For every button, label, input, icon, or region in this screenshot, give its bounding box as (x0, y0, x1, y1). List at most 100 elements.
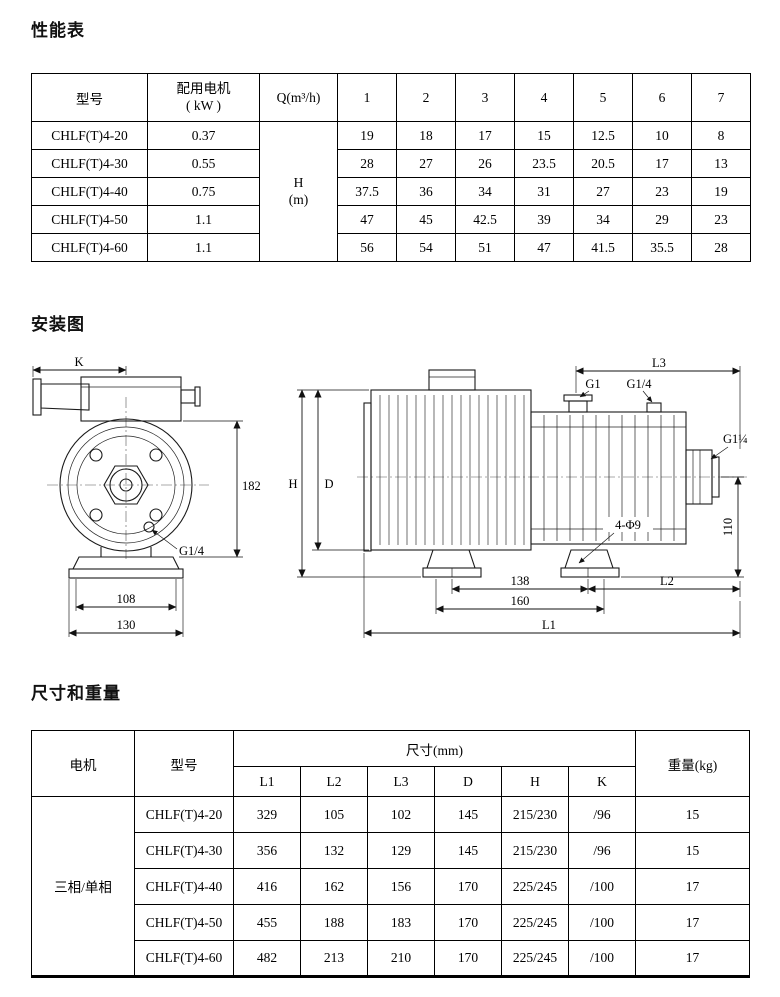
perf-value: 19 (337, 121, 397, 150)
dim-value: 210 (367, 940, 435, 977)
perf-value: 56 (337, 233, 397, 262)
perf-motor: 0.75 (147, 177, 260, 206)
dim-header-model: 型号 (134, 730, 234, 797)
perf-header-flow-3: 3 (455, 73, 515, 122)
perf-value: 23 (691, 205, 751, 234)
perf-header-q: Q(m³/h) (259, 73, 338, 122)
perf-header-flow-7: 7 (691, 73, 751, 122)
perf-motor: 0.37 (147, 121, 260, 150)
drain-port (143, 521, 155, 533)
installation-diagram-wrap: K 182 G1/4 108 130 (31, 357, 749, 649)
dim-model: CHLF(T)4-60 (134, 940, 234, 977)
motor-body (370, 389, 532, 551)
dim-182-label: 182 (242, 479, 261, 493)
perf-header-flow-5: 5 (573, 73, 633, 122)
dim-model: CHLF(T)4-40 (134, 868, 234, 905)
dimensions-section-title: 尺寸和重量 (31, 684, 121, 704)
perf-value: 42.5 (455, 205, 515, 234)
perf-value: 18 (396, 121, 456, 150)
dim-value: 482 (233, 940, 301, 977)
perf-motor: 0.55 (147, 149, 260, 178)
terminal-box (428, 369, 476, 391)
dim-value: 215/230 (501, 832, 569, 869)
perf-header-flow-6: 6 (632, 73, 692, 122)
dim-160-label: 160 (511, 594, 530, 608)
side-view-dimensions: H D L3 G1 G1/4 G1¼ (288, 357, 748, 638)
dim-value: 162 (300, 868, 368, 905)
dim-value: 416 (233, 868, 301, 905)
perf-header-flow-1: 1 (337, 73, 397, 122)
dim-value: 129 (367, 832, 435, 869)
perf-model: CHLF(T)4-20 (31, 121, 148, 150)
perf-model: CHLF(T)4-40 (31, 177, 148, 206)
perf-head-line1: H (293, 174, 304, 190)
dim-value: 132 (300, 832, 368, 869)
front-g14-label: G1/4 (179, 544, 205, 558)
perf-head-line2: (m) (288, 191, 309, 207)
perf-value: 26 (455, 149, 515, 178)
dim-row: CHLF(T)4-60 482 213 210 170 225/245 /100… (32, 940, 751, 977)
perf-motor: 1.1 (147, 233, 260, 262)
perf-head-unit: H (m) (259, 121, 338, 262)
perf-value: 51 (455, 233, 515, 262)
performance-table: 型号 配用电机 ( kW ) Q(m³/h) 1 2 3 4 5 6 7 CHL… (31, 73, 751, 262)
dim-value: 455 (233, 904, 301, 941)
dim-value: 225/245 (501, 868, 569, 905)
dim-header-l2: L2 (300, 766, 368, 797)
perf-motor: 1.1 (147, 205, 260, 234)
perf-value: 17 (632, 149, 692, 178)
perf-value: 15 (514, 121, 574, 150)
dim-row: 三相/单相 CHLF(T)4-20 329 105 102 145 215/23… (31, 796, 751, 977)
side-g14-label: G1/4 (627, 377, 653, 391)
perf-header-motor-line1: 配用电机 (176, 80, 231, 96)
dim-value: 183 (367, 904, 435, 941)
dim-value: 170 (434, 904, 502, 941)
perf-model: CHLF(T)4-60 (31, 233, 148, 262)
dim-value: 225/245 (501, 904, 569, 941)
perf-header-flow-4: 4 (514, 73, 574, 122)
perf-value: 47 (514, 233, 574, 262)
dim-h-label: H (288, 477, 297, 491)
dim-value: /100 (567, 940, 637, 977)
dim-value: 356 (233, 832, 301, 869)
dim-weight: 15 (635, 796, 751, 833)
perf-model: CHLF(T)4-50 (31, 205, 148, 234)
dim-138-label: 138 (511, 574, 530, 588)
dim-weight: 17 (635, 868, 751, 905)
dim-header-l3: L3 (367, 766, 435, 797)
dim-110-label: 110 (721, 518, 735, 536)
perf-value: 23.5 (514, 149, 574, 178)
perf-value: 20.5 (573, 149, 633, 178)
perf-model: CHLF(T)4-30 (31, 149, 148, 178)
perf-value: 45 (396, 205, 456, 234)
side-g1-label: G1 (585, 377, 600, 391)
perf-row: CHLF(T)4-40 0.75 37.5 36 34 31 27 23 19 (31, 177, 751, 206)
perf-header-motor-line2: ( kW ) (186, 97, 221, 113)
perf-value: 10 (632, 121, 692, 150)
perf-row: CHLF(T)4-60 1.1 56 54 51 47 41.5 35.5 28 (31, 233, 751, 262)
dim-row: CHLF(T)4-30 356 132 129 145 215/230 /96 … (32, 832, 751, 869)
fill-plug (646, 402, 662, 413)
dim-value: 105 (300, 796, 368, 833)
perf-value: 13 (691, 149, 751, 178)
inlet-port-flange (563, 394, 593, 402)
installation-section-title: 安装图 (31, 315, 85, 335)
dim-l1-label: L1 (542, 618, 556, 632)
perf-value: 27 (573, 177, 633, 206)
dim-weight: 17 (635, 940, 751, 977)
perf-value: 29 (632, 205, 692, 234)
dimension-weight-table: 电机 型号 尺寸(mm) 重量(kg) L1 L2 L3 D H K 三相/单相… (31, 730, 751, 978)
dim-model: CHLF(T)4-30 (134, 832, 234, 869)
dim-value: /96 (567, 832, 637, 869)
perf-value: 36 (396, 177, 456, 206)
dim-value: 215/230 (501, 796, 569, 833)
dim-value: /100 (567, 904, 637, 941)
dim-l2-label: L2 (660, 574, 674, 588)
dim-header-motor: 电机 (31, 730, 135, 797)
outlet-g1quarter-label: G1¼ (723, 432, 748, 446)
perf-value: 19 (691, 177, 751, 206)
perf-value: 31 (514, 177, 574, 206)
perf-value: 54 (396, 233, 456, 262)
pump-side-view (357, 369, 747, 578)
perf-header-model: 型号 (31, 73, 148, 122)
